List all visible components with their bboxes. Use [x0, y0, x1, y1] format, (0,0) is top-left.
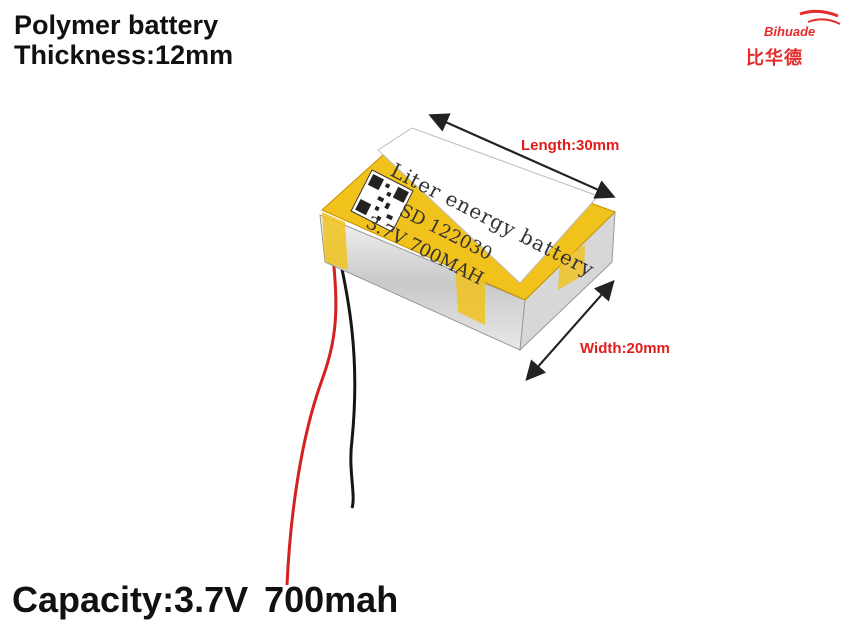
logo-latin-text: Bihuade — [764, 24, 816, 39]
logo-cjk-text: 比华德 — [746, 48, 803, 68]
red-wire — [285, 227, 338, 586]
length-label: Length:30mm — [521, 137, 620, 154]
qr-code — [350, 169, 414, 233]
black-wire — [333, 237, 357, 509]
logo-swoosh-icon — [799, 9, 841, 25]
product-title: Polymer battery — [14, 10, 219, 40]
capacity-voltage: Capacity:3.7V — [12, 579, 249, 620]
capacity-spec: Capacity:3.7V 700mah — [12, 580, 414, 620]
thickness-spec: Thickness:12mm — [14, 40, 234, 70]
width-label: Width:20mm — [580, 340, 670, 357]
brand-logo: Bihuade 比华德 — [738, 6, 844, 68]
capacity-value: 700mah — [264, 579, 399, 620]
